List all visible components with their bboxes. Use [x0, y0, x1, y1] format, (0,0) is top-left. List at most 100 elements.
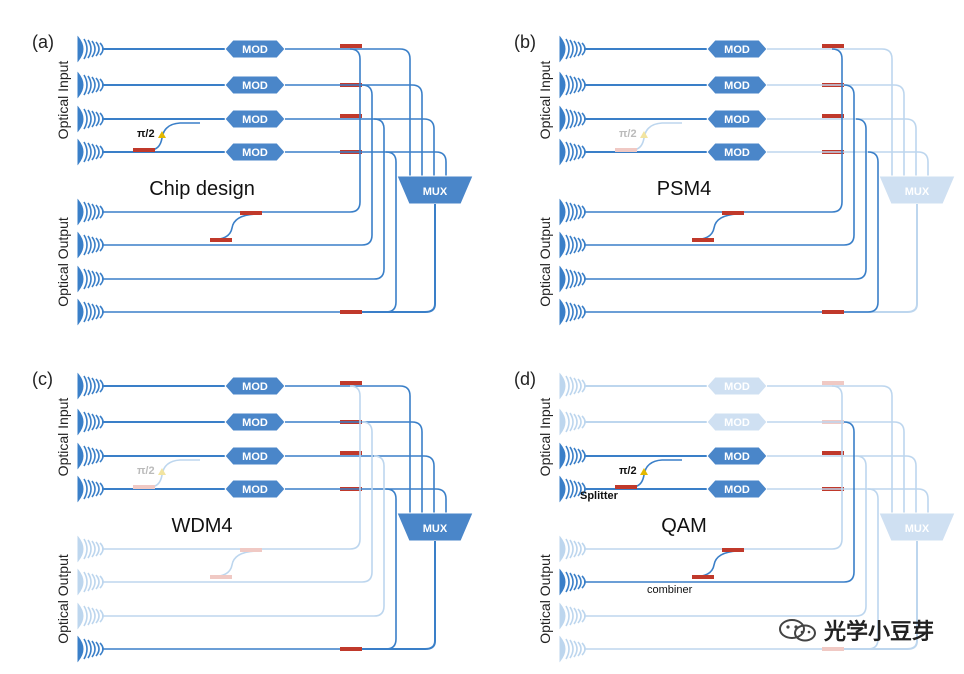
phase-heater — [340, 44, 362, 48]
output-waveguide — [102, 84, 373, 246]
optical-input-label: Optical Input — [55, 398, 71, 477]
pi-half-marker-icon — [640, 131, 648, 138]
output-grating-coupler-icon — [559, 635, 586, 663]
output-grating-coupler-icon — [77, 231, 104, 259]
output-combiner — [691, 211, 744, 242]
mod-label: MOD — [242, 381, 268, 393]
phase-heater — [822, 114, 844, 118]
panel-caption: WDM4 — [171, 515, 232, 537]
mod-block: MOD — [224, 446, 286, 466]
mod-block: MOD — [224, 479, 286, 499]
input-grating-coupler-icon — [559, 475, 586, 503]
input-grating-coupler-icon — [559, 35, 586, 63]
mux-feed-waveguide — [285, 48, 411, 176]
mod-label: MOD — [242, 44, 268, 56]
mod-block: MOD — [706, 412, 768, 432]
phase-heater — [822, 451, 844, 455]
phase-heater — [822, 381, 844, 385]
output-waveguide — [584, 455, 867, 617]
output-waveguide — [102, 421, 373, 583]
output-grating-coupler-icon — [559, 535, 586, 563]
phase-heater — [240, 548, 262, 552]
input-grating-coupler-icon — [559, 442, 586, 470]
combiner-branch — [209, 213, 257, 241]
mod-block: MOD — [224, 412, 286, 432]
phase-heater — [692, 238, 714, 242]
mod-label: MOD — [724, 484, 750, 496]
mod-block: MOD — [706, 142, 768, 162]
mux-feed-waveguide — [767, 455, 917, 513]
input-grating-coupler-icon — [559, 71, 586, 99]
input-grating-coupler-icon — [559, 105, 586, 133]
mod-label: MOD — [724, 451, 750, 463]
mux-block: MUX — [878, 512, 956, 542]
output-waveguide — [102, 151, 397, 313]
phase-heater — [692, 575, 714, 579]
mod-block: MOD — [224, 109, 286, 129]
phase-heater — [133, 485, 155, 489]
splitter-label: Splitter — [580, 490, 619, 502]
panel-label: (c) — [32, 369, 53, 389]
output-waveguide — [102, 455, 385, 617]
mod-block: MOD — [224, 75, 286, 95]
input-grating-coupler-icon — [77, 408, 104, 436]
phase-heater — [822, 310, 844, 314]
output-grating-coupler-icon — [559, 198, 586, 226]
phase-heater — [822, 647, 844, 651]
mux-feed-waveguide — [285, 488, 447, 513]
output-grating-coupler-icon — [77, 535, 104, 563]
output-waveguide — [584, 421, 855, 583]
input-grating-coupler-icon — [77, 105, 104, 133]
mux-block: MUX — [878, 175, 956, 205]
phase-heater — [340, 451, 362, 455]
output-grating-coupler-icon — [77, 265, 104, 293]
output-grating-coupler-icon — [77, 635, 104, 663]
mod-label: MOD — [724, 114, 750, 126]
mod-label: MOD — [242, 80, 268, 92]
pi-half-label: π/2 — [619, 128, 637, 140]
mod-block: MOD — [706, 39, 768, 59]
input-grating-coupler-icon — [559, 408, 586, 436]
output-combiner — [209, 211, 262, 242]
mod-label: MOD — [242, 147, 268, 159]
combiner-label: combiner — [647, 584, 693, 596]
panel-label: (d) — [514, 369, 536, 389]
panel-label: (b) — [514, 32, 536, 52]
mux-feed-waveguide — [767, 118, 917, 176]
output-grating-coupler-icon — [77, 568, 104, 596]
output-waveguide — [584, 151, 879, 313]
mux-feed-waveguide — [767, 48, 893, 176]
output-grating-coupler-icon — [77, 198, 104, 226]
mod-label: MOD — [724, 417, 750, 429]
input-grating-coupler-icon — [77, 475, 104, 503]
phase-heater — [722, 548, 744, 552]
mux-label: MUX — [423, 523, 448, 535]
optical-input-label: Optical Input — [537, 398, 553, 477]
mod-label: MOD — [242, 484, 268, 496]
mux-output-waveguide — [350, 204, 436, 313]
watermark-text: 光学小豆芽 — [823, 620, 934, 645]
optical-output-label: Optical Output — [55, 554, 71, 644]
input-grating-coupler-icon — [77, 35, 104, 63]
mux-feed-waveguide — [285, 118, 435, 176]
output-grating-coupler-icon — [559, 265, 586, 293]
mux-label: MUX — [905, 186, 930, 198]
output-waveguide — [584, 385, 843, 550]
mux-feed-waveguide — [285, 455, 435, 513]
mod-label: MOD — [724, 80, 750, 92]
output-grating-coupler-icon — [559, 298, 586, 326]
mod-block: MOD — [706, 446, 768, 466]
phase-shifter: π/2 — [133, 459, 200, 489]
mux-feed-waveguide — [767, 488, 929, 513]
mux-feed-waveguide — [767, 421, 905, 513]
mod-block: MOD — [224, 142, 286, 162]
mux-feed-waveguide — [767, 84, 905, 176]
output-grating-coupler-icon — [559, 602, 586, 630]
phase-heater — [340, 381, 362, 385]
output-waveguide — [102, 488, 397, 650]
wechat-logo-icon — [778, 619, 816, 642]
phase-shifter: π/2 — [615, 122, 682, 152]
